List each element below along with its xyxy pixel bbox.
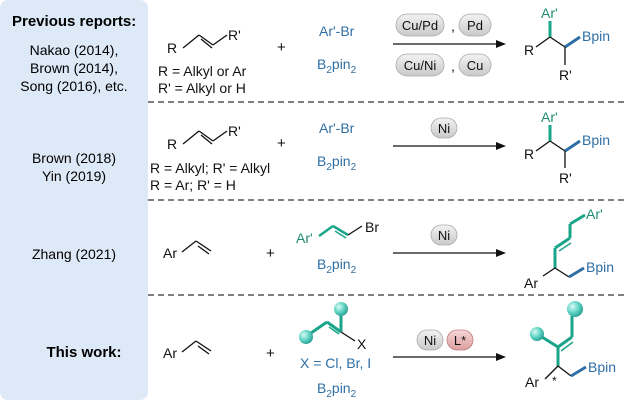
aryl-bromide-2: Ar'-Br (319, 120, 355, 136)
plus-1: + (277, 39, 286, 56)
plus-4: + (266, 345, 275, 362)
b2pin2-1: B2pin2 (317, 56, 357, 76)
substrate-4-Ar: Ar (163, 345, 177, 361)
product-4-Bpin: Bpin (588, 359, 616, 375)
vinyl-halide-4 (299, 302, 356, 344)
ref-zhang: Zhang (2021) (32, 246, 116, 262)
product-2-Bpin: Bpin (582, 132, 610, 148)
ref-brown-2014: Brown (2014), (30, 60, 118, 76)
vinyl-bromide-3 (318, 224, 363, 239)
catalyst-cu-pill (458, 53, 492, 77)
product-1-R: R (524, 42, 534, 58)
halide-scope: X = Cl, Br, I (300, 355, 371, 371)
ref-song: Song (2016), etc. (20, 78, 127, 94)
condition-4: R = Ar; R' = H (150, 177, 236, 193)
plus-3: + (266, 245, 275, 262)
product-1-Bpin: Bpin (582, 28, 610, 44)
styrene-4 (181, 340, 212, 355)
row-zhang: Zhang (2021) Ar + Ar' Br B2pin2 Ni (32, 206, 614, 291)
product-3-Ar-prime: Ar' (586, 206, 603, 222)
chiral-ligand: L* (454, 333, 466, 348)
vinyl-halide-X: X (357, 336, 367, 352)
alkene-2-R-prime: R' (228, 123, 241, 139)
alkene-1-R-prime: R' (228, 27, 241, 43)
condition-3: R = Alkyl; R' = Alkyl (150, 160, 270, 176)
catalyst-ni-pill-3 (430, 224, 458, 246)
product-sphere-2 (530, 327, 544, 341)
product-4 (530, 301, 587, 380)
aryl-bromide-1: Ar'-Br (319, 23, 355, 39)
row-this-work: This work: Ar + X X = Cl, Br, I B2pin2 N… (46, 301, 616, 400)
catalyst-ni-pill-2 (430, 117, 458, 139)
alkene-1-R: R (167, 40, 177, 56)
plus-2: + (277, 135, 286, 152)
substrate-3-Ar: Ar (163, 245, 177, 261)
catalyst-cu-ni-pill (395, 53, 445, 77)
styrene-3 (181, 240, 212, 255)
previous-reports-header: Previous reports: (12, 13, 136, 30)
condition-1: R = Alkyl or Ar (158, 63, 247, 79)
ref-brown-2018: Brown (2018) (32, 150, 116, 166)
substituent-sphere-1 (299, 330, 313, 344)
product-1-Ar-prime: Ar' (541, 5, 558, 21)
product-sphere-1 (567, 301, 583, 317)
catalyst-cu: Cu (467, 58, 484, 73)
catalyst-ni-4: Ni (424, 333, 436, 348)
b2pin2-3: B2pin2 (317, 256, 357, 276)
product-2-R: R (524, 146, 534, 162)
product-3 (542, 213, 586, 279)
stereocenter-star: * (552, 374, 557, 388)
alkene-2-R: R (167, 136, 177, 152)
row-ni-catalysis: Brown (2018) Yin (2019) R R' R = Alkyl; … (32, 109, 610, 193)
catalyst-ni-3: Ni (438, 228, 450, 243)
alkene-1 (182, 34, 228, 49)
this-work-label: This work: (46, 344, 121, 361)
b2pin2-4: B2pin2 (317, 380, 357, 400)
ref-yin: Yin (2019) (42, 168, 106, 184)
comma-2: , (451, 58, 455, 74)
catalyst-ni-pill-4 (416, 329, 444, 351)
condition-2: R' = Alkyl or H (158, 80, 246, 96)
catalyst-pd: Pd (467, 18, 483, 33)
catalyst-cu-pd-pill (395, 13, 445, 37)
product-2-R-prime: R' (559, 170, 572, 186)
ref-nakao: Nakao (2014), (30, 42, 119, 58)
product-2-Ar-prime: Ar' (541, 109, 558, 125)
alkene-2 (182, 130, 228, 145)
product-3-Ar: Ar (524, 275, 538, 291)
vinyl-bromide-Br: Br (365, 219, 379, 235)
catalyst-cu-ni: Cu/Ni (404, 58, 437, 73)
left-panel (0, 0, 148, 400)
b2pin2-2: B2pin2 (317, 153, 357, 173)
vinyl-bromide-Ar-prime: Ar' (296, 230, 313, 246)
comma-1: , (451, 18, 455, 34)
substituent-sphere-2 (334, 302, 348, 316)
catalyst-ni-2: Ni (438, 121, 450, 136)
product-3-Bpin: Bpin (586, 259, 614, 275)
catalyst-pd-pill (458, 13, 492, 37)
catalyst-cu-pd: Cu/Pd (402, 18, 438, 33)
product-4-Ar: Ar (525, 374, 539, 390)
row-previous-reports: Previous reports: Nakao (2014), Brown (2… (12, 5, 610, 96)
chiral-ligand-pill (446, 329, 474, 351)
product-1 (535, 21, 581, 65)
row-dividers (148, 101, 624, 296)
product-1-R-prime: R' (559, 67, 572, 83)
product-2 (535, 125, 581, 168)
